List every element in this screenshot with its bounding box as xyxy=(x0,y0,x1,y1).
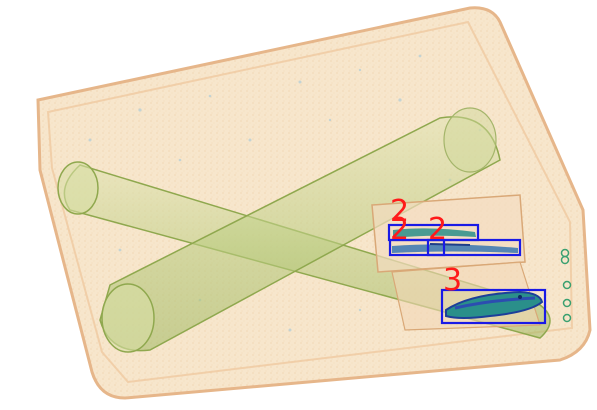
detection-label-1: 2 xyxy=(390,194,409,229)
detection-label-2: 2 xyxy=(390,212,409,247)
detection-box-4 xyxy=(440,288,547,325)
detection-label-3: 2 xyxy=(428,212,447,247)
tube-diagonal-up xyxy=(99,107,501,353)
scanned-object-knife xyxy=(445,290,544,319)
scanned-object-thin-1 xyxy=(393,228,476,238)
detection-box-2 xyxy=(388,238,446,257)
scanned-object-thin-2 xyxy=(392,243,518,253)
detection-label-4: 3 xyxy=(443,263,462,298)
zipper-rings xyxy=(560,248,572,323)
detection-overlays: 2 2 2 3 xyxy=(387,194,547,325)
detection-box-3 xyxy=(426,238,522,257)
